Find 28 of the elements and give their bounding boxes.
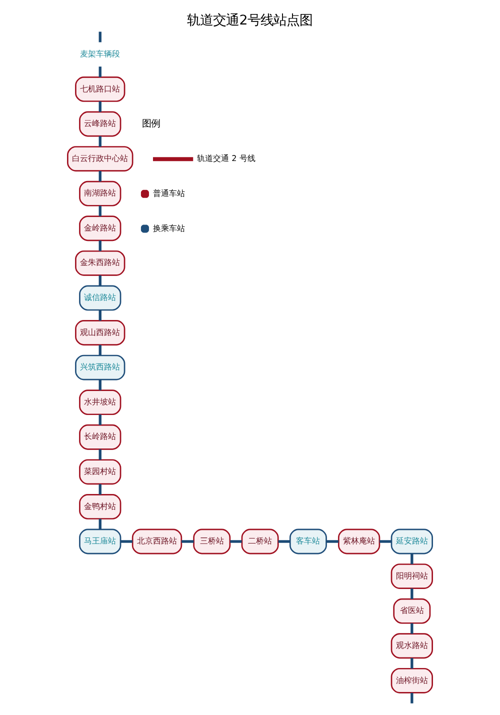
connector	[410, 554, 414, 564]
connector	[98, 136, 102, 147]
connector	[410, 692, 414, 704]
connector	[410, 623, 414, 634]
connector	[410, 658, 414, 669]
connector	[278, 540, 290, 543]
connector	[98, 206, 102, 216]
connector	[98, 518, 102, 530]
connector	[181, 540, 194, 543]
connector	[410, 588, 414, 599]
connector	[98, 275, 102, 286]
connector	[230, 540, 242, 543]
diagram-title: 轨道交通2号线站点图	[187, 13, 313, 28]
connector	[98, 66, 102, 78]
connector	[380, 540, 392, 543]
connector	[98, 170, 102, 182]
connector	[326, 540, 339, 543]
connector	[98, 380, 102, 390]
connector	[98, 414, 102, 426]
connector	[98, 449, 102, 460]
connector	[98, 240, 102, 252]
label: 图例	[142, 118, 160, 130]
connector	[120, 540, 133, 543]
connector	[98, 344, 102, 356]
connector	[98, 32, 102, 42]
connector	[98, 310, 102, 321]
connector	[98, 484, 102, 495]
connector	[98, 101, 102, 112]
